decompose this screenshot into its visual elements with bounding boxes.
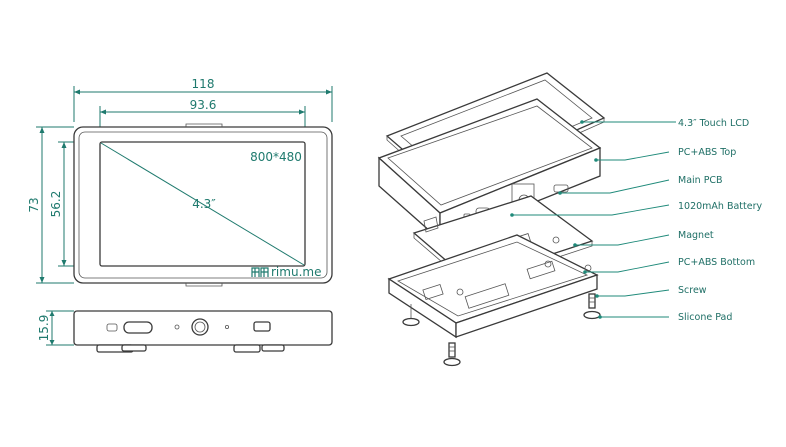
screen-width-label: 93.6 [190,98,217,112]
exploded-view: 4.3″ Touch LCD PC+ABS Top Main PCB 1020m… [377,72,763,367]
knob-icon [191,318,209,336]
front-view: 118 93.6 73 56.2 800*480 4.3″ [27,77,333,287]
depth-label: 15.9 [37,315,51,342]
label-battery: 1020mAh Battery [678,201,763,212]
screw-part [448,293,596,358]
label-silicone-pad: Slicone Pad [678,312,732,323]
label-touch-lcd: 4.3″ Touch LCD [678,118,749,129]
label-screw: Screw [678,285,707,296]
side-view: 15.9 [37,310,333,353]
micro-usb-port-icon [253,321,271,332]
label-bottom-case: PC+ABS Bottom [678,257,755,268]
brand-logo: rimu.me [251,265,321,279]
usb-c-port-icon [123,321,153,334]
port-icon [106,323,118,332]
screen-height-label: 56.2 [49,191,63,218]
height-label: 73 [27,197,41,212]
diagonal-line [100,142,305,266]
diagonal-size-label: 4.3″ [192,197,216,211]
resolution-label: 800*480 [250,150,302,164]
bottom-case-part [387,234,599,339]
label-top-case: PC+ABS Top [678,147,736,158]
silicone-pad-part [402,304,601,367]
label-magnet: Magnet [678,230,714,241]
width-label: 118 [192,77,215,91]
label-main-pcb: Main PCB [678,175,723,186]
brand-logo-text: rimu.me [271,265,321,279]
